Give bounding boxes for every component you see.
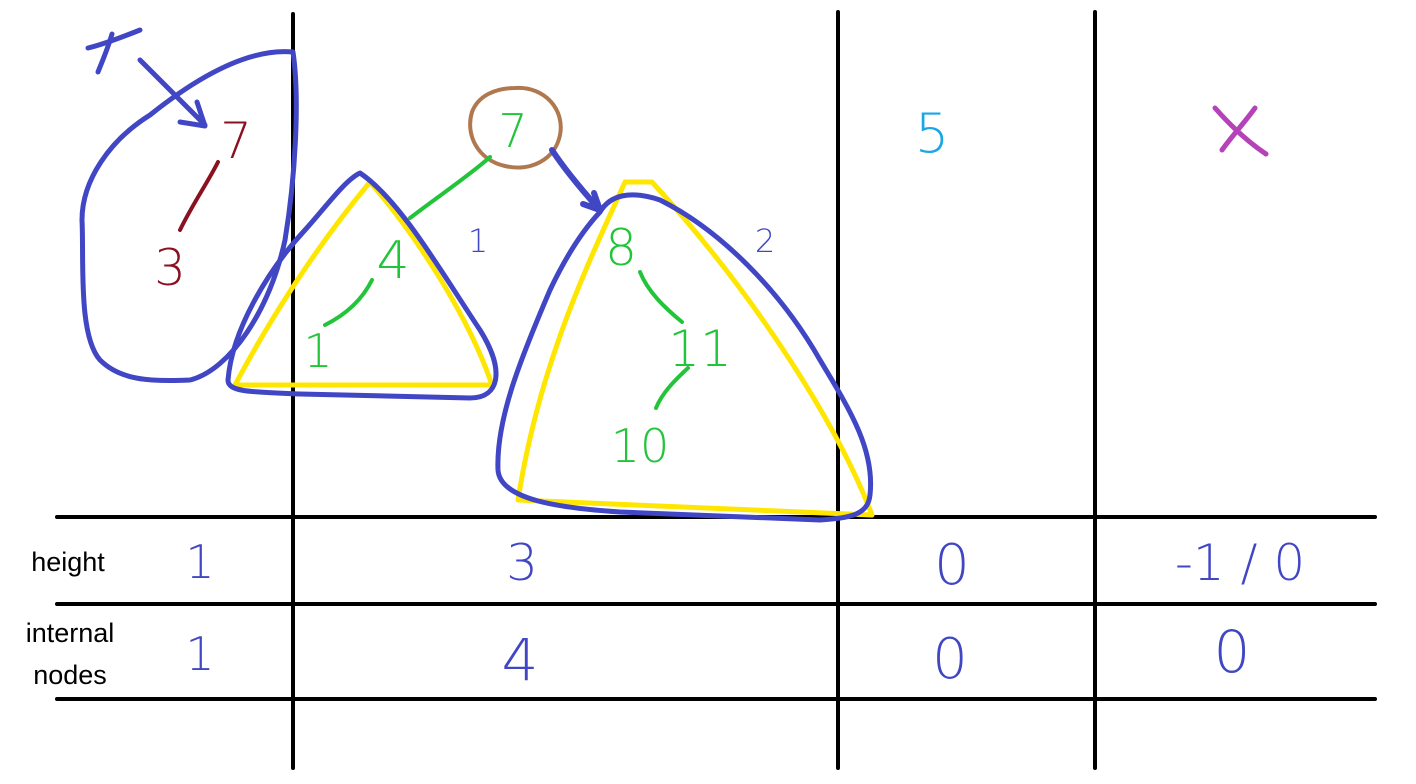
edge-root-to-4 (408, 155, 492, 220)
table-grid (55, 10, 1377, 770)
internal-nodes-value-col3: 0 (932, 627, 968, 692)
right-subtree-height-annotation: 2 (755, 222, 775, 260)
column-3-value: 5 (915, 102, 949, 165)
internal-nodes-row-label-line1: internal (26, 618, 115, 648)
left-subtree-highlight (232, 179, 495, 388)
left-subtree-height-annotation: 1 (468, 222, 488, 260)
right-subtree-highlight (515, 179, 875, 518)
edge-11-to-10 (654, 366, 690, 410)
tree-b-node-10: 10 (611, 419, 670, 473)
height-value-col1: 1 (185, 535, 214, 589)
height-value-col2: 3 (506, 534, 538, 592)
pointer-x-stroke-1 (85, 27, 143, 51)
tree-b-root-node: 7 (498, 104, 527, 158)
tree-b-node-1: 1 (303, 324, 332, 378)
tree-b-edges (323, 155, 690, 410)
tree-b-node-11: 11 (668, 320, 732, 378)
edge-8-to-11 (638, 270, 684, 324)
internal-nodes-row-label-line2: nodes (33, 660, 107, 690)
pointer-x-stroke-2 (95, 31, 115, 75)
edge-4-to-1 (323, 278, 374, 327)
pointer-x-label: x (112, 53, 113, 55)
tree-b-node-8: 8 (605, 219, 637, 277)
left-subtree-outline (225, 170, 499, 401)
tree-a-edge (178, 160, 220, 232)
column-4-x-mark: x (1212, 105, 1269, 157)
tree-b-node-4: 4 (376, 231, 409, 291)
column-4-x-stroke-2 (1219, 105, 1258, 153)
internal-nodes-value-col1: 1 (185, 627, 214, 681)
internal-nodes-value-col2: 4 (502, 626, 539, 694)
right-subtree-outline (495, 192, 874, 523)
tree-b-root-circle (468, 85, 563, 170)
tree-a-child-node: 3 (154, 239, 186, 297)
height-value-col3: 0 (934, 533, 970, 598)
tree-a-outline (79, 49, 299, 384)
column-4-x-stroke-1 (1212, 105, 1269, 157)
height-row-label: height (31, 547, 105, 577)
internal-nodes-value-col4: 0 (1214, 618, 1251, 686)
tree-a-root-node: 7 (220, 112, 252, 170)
height-value-col4: -1 / 0 (1175, 534, 1305, 592)
pointer-arrow (137, 57, 208, 129)
root-to-right-arrow (549, 147, 603, 213)
pointer-x-mark: x (85, 27, 143, 75)
